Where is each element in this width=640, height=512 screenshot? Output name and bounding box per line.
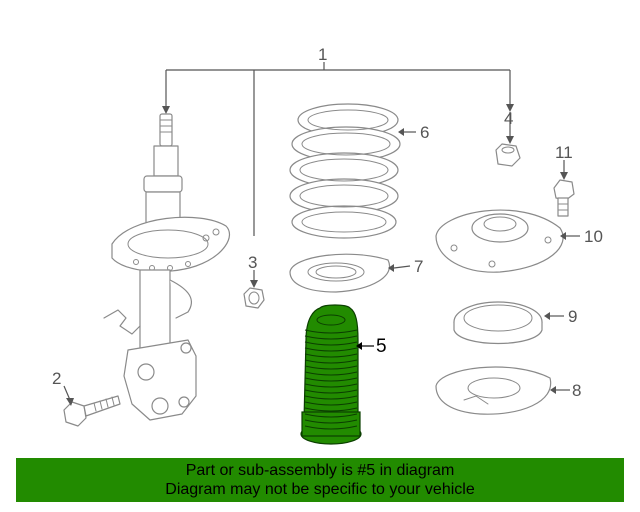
- bolt-11: [553, 160, 575, 217]
- banner-line-1: Part or sub-assembly is #5 in diagram: [185, 462, 455, 479]
- callout-8: 8: [572, 381, 581, 400]
- callout-1: 1: [318, 45, 327, 64]
- nut-3: [243, 270, 265, 309]
- spring-insulator-7: [289, 253, 411, 293]
- callout-11: 11: [555, 143, 573, 162]
- callout-9: 9: [568, 307, 577, 326]
- callout-7: 7: [414, 257, 423, 276]
- bearing-9: [453, 301, 564, 344]
- nut-4: [495, 104, 521, 167]
- callout-3: 3: [248, 253, 257, 272]
- coil-spring: [289, 103, 416, 239]
- callout-4: 4: [504, 109, 513, 128]
- info-banner: Part or sub-assembly is #5 in diagram Di…: [16, 458, 624, 502]
- dust-boot-5: [300, 304, 374, 445]
- banner-line-2: Diagram may not be specific to your vehi…: [165, 481, 475, 498]
- callout-5: 5: [376, 336, 387, 357]
- callout-labels: 1 2 3 4 5 6 7 8 9 10 11: [52, 45, 603, 400]
- bolt-2: [63, 385, 121, 427]
- callout-1-leaders: [162, 62, 511, 236]
- spring-insulator-8: [435, 366, 570, 415]
- callout-6: 6: [420, 123, 429, 142]
- callout-10: 10: [584, 227, 603, 246]
- strut-mount-10: [435, 209, 580, 273]
- strut-assembly: [103, 113, 231, 421]
- callout-2: 2: [52, 369, 61, 388]
